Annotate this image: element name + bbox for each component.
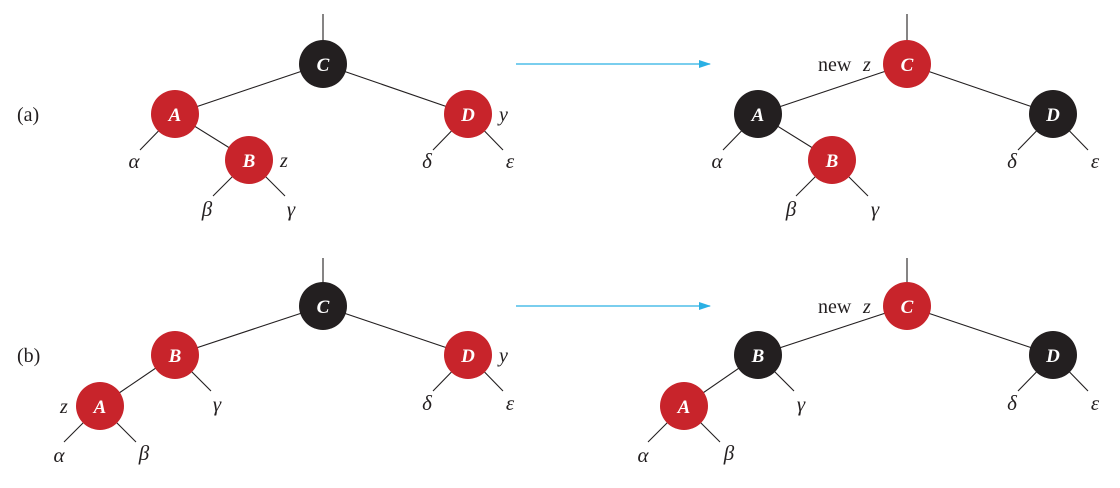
leaf-alpha: α	[53, 443, 65, 467]
leaf-gamma: γ	[213, 392, 222, 416]
node-b	[734, 331, 782, 379]
node-c-label: C	[901, 297, 914, 318]
leaf-gamma: γ	[797, 392, 806, 416]
leaf-alpha: α	[711, 149, 723, 173]
leaf-gamma: γ	[287, 197, 296, 221]
annotation-z: z	[862, 296, 871, 318]
leaf-epsilon: ε	[1091, 149, 1100, 173]
leaf-beta: β	[201, 197, 213, 221]
leaf-epsilon: ε	[506, 149, 515, 173]
node-a-label: A	[93, 397, 107, 418]
leaf-delta: δ	[422, 149, 433, 173]
edge-c-b	[757, 305, 908, 356]
node-d	[1029, 331, 1077, 379]
node-d	[1029, 90, 1077, 138]
node-a-label: A	[751, 105, 765, 126]
case-b-after-tree: C B D A α β γ δ ε new z	[637, 258, 1100, 467]
leaf-delta: δ	[1007, 391, 1018, 415]
node-a-label: A	[168, 105, 182, 126]
case-b-before-tree: C B D A α β γ δ ε z y	[53, 258, 515, 467]
leaf-epsilon: ε	[1091, 391, 1100, 415]
edge-c-b	[174, 305, 324, 356]
case-b-label: (b)	[17, 345, 40, 367]
node-c-label: C	[317, 55, 330, 76]
leaf-beta: β	[785, 197, 797, 221]
edge-c-a	[174, 63, 324, 115]
node-a	[151, 90, 199, 138]
annotation-z: z	[862, 54, 871, 76]
node-b-label: B	[751, 346, 765, 367]
leaf-beta: β	[138, 441, 150, 465]
leaf-delta: δ	[1007, 149, 1018, 173]
edge-c-a	[757, 63, 908, 115]
node-a	[660, 382, 708, 430]
node-c-label: C	[317, 297, 330, 318]
edge-c-d	[906, 305, 1054, 356]
case-a-before-tree: C A D B α β γ δ ε z y	[128, 14, 515, 221]
node-b	[225, 136, 273, 184]
annotation-z: z	[59, 396, 68, 418]
node-d-label: D	[1045, 105, 1060, 126]
node-d-label: D	[460, 346, 475, 367]
edge-c-d	[322, 63, 469, 115]
case-a-after-tree: C A D B α β γ δ ε new z	[711, 14, 1100, 221]
node-a	[734, 90, 782, 138]
node-d	[444, 90, 492, 138]
leaf-alpha: α	[128, 149, 140, 173]
node-c-label: C	[901, 55, 914, 76]
node-b-label: B	[825, 151, 839, 172]
annotation-z: z	[279, 150, 288, 172]
annotation-y: y	[497, 345, 508, 367]
edge-c-d	[322, 305, 469, 356]
node-c	[883, 282, 931, 330]
leaf-epsilon: ε	[506, 391, 515, 415]
annotation-y: y	[497, 104, 508, 126]
annotation-new: new	[818, 54, 852, 76]
leaf-alpha: α	[637, 443, 649, 467]
edge-c-d	[906, 63, 1054, 115]
node-d	[444, 331, 492, 379]
node-d-label: D	[460, 105, 475, 126]
leaf-gamma: γ	[871, 197, 880, 221]
case-a-label: (a)	[17, 104, 39, 126]
leaf-delta: δ	[422, 391, 433, 415]
node-d-label: D	[1045, 346, 1060, 367]
node-b-label: B	[242, 151, 256, 172]
node-c	[883, 40, 931, 88]
node-b	[808, 136, 856, 184]
node-b-label: B	[168, 346, 182, 367]
annotation-new: new	[818, 296, 852, 318]
node-c	[299, 282, 347, 330]
node-c	[299, 40, 347, 88]
leaf-beta: β	[723, 441, 735, 465]
node-b	[151, 331, 199, 379]
node-a	[76, 382, 124, 430]
node-a-label: A	[677, 397, 691, 418]
